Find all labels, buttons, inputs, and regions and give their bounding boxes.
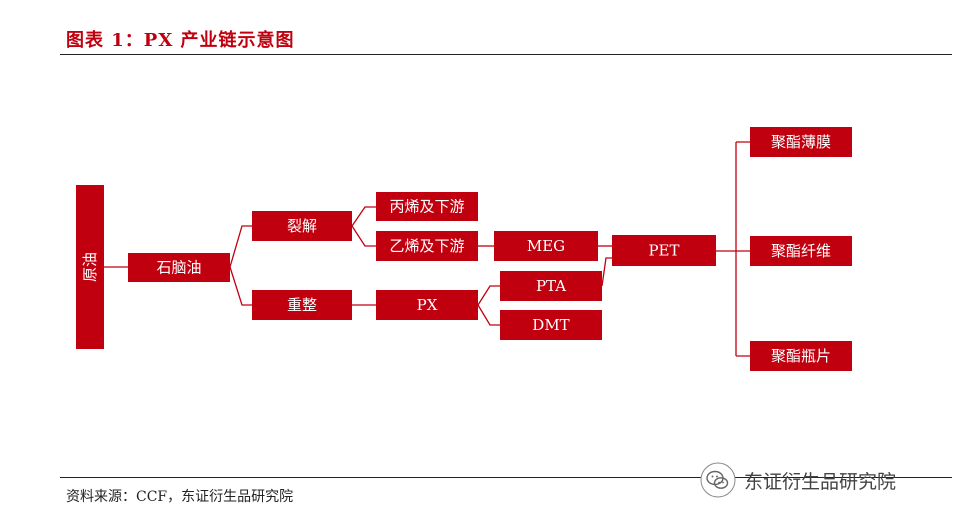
node-label: 丙烯及下游: [389, 198, 464, 216]
node-polyester-fiber: 聚酯纤维: [750, 236, 852, 266]
node-label: DMT: [532, 316, 569, 334]
connectors: [104, 141, 750, 357]
top-divider: [60, 54, 952, 55]
edge-cracking-branch: [351, 206, 376, 247]
node-label: PX: [417, 296, 438, 314]
watermark: 东证衍生品研究院: [700, 462, 896, 498]
node-label: 乙烯及下游: [389, 237, 464, 255]
node-label: 聚酯瓶片: [771, 347, 831, 365]
node-naphtha: 石脑油: [128, 253, 230, 282]
watermark-text: 东证衍生品研究院: [744, 470, 897, 493]
figure-title: 图表 1：PX 产业链示意图: [66, 30, 295, 51]
node-pet: PET: [612, 235, 716, 266]
node-label: PET: [648, 242, 679, 260]
source-note: 资料来源：CCF，东证衍生品研究院: [66, 489, 294, 505]
wechat-icon: [700, 462, 736, 498]
node-label: PTA: [536, 277, 566, 295]
edge-naphtha-branch: [229, 225, 252, 306]
node-label: 聚酯薄膜: [771, 133, 831, 151]
edge-px-branch: [477, 285, 500, 326]
edge-pet-branch: [716, 141, 750, 357]
node-label: 裂解: [287, 217, 317, 235]
node-label: 石脑油: [156, 259, 201, 277]
bottom-divider: [60, 477, 952, 478]
edge-pta-pet: [601, 257, 612, 287]
node-polyester-bottle: 聚酯瓶片: [750, 341, 852, 371]
node-pta: PTA: [500, 271, 602, 301]
node-label: 重整: [287, 296, 317, 314]
node-label: MEG: [527, 237, 565, 255]
node-propylene: 丙烯及下游: [376, 192, 478, 221]
node-dmt: DMT: [500, 310, 602, 340]
node-crude-oil: 原油: [76, 185, 104, 349]
node-meg: MEG: [494, 231, 598, 261]
node-label: 原油: [81, 252, 99, 282]
node-reforming: 重整: [252, 290, 352, 320]
node-ethylene: 乙烯及下游: [376, 231, 478, 261]
node-px: PX: [376, 290, 478, 320]
node-polyester-film: 聚酯薄膜: [750, 127, 852, 157]
node-label: 聚酯纤维: [771, 242, 831, 260]
node-cracking: 裂解: [252, 211, 352, 241]
